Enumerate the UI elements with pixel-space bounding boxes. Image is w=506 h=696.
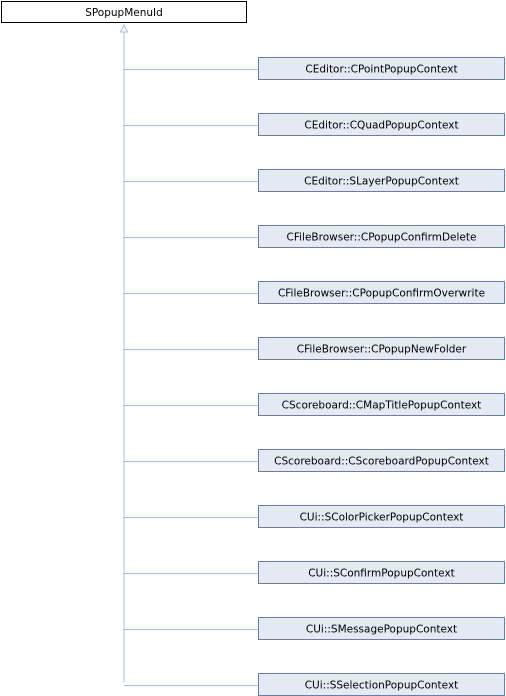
derived-class-node[interactable]: CEditor::CPointPopupContext xyxy=(258,57,505,80)
derived-class-node[interactable]: CEditor::CQuadPopupContext xyxy=(258,113,505,136)
derived-class-label: CUi::SMessagePopupContext xyxy=(306,624,457,636)
derived-class-label: CScoreboard::CScoreboardPopupContext xyxy=(274,456,489,468)
derived-class-node[interactable]: CScoreboard::CMapTitlePopupContext xyxy=(258,393,505,416)
derived-class-box xyxy=(258,393,505,416)
derived-class-node[interactable]: CFileBrowser::CPopupNewFolder xyxy=(258,337,505,360)
derived-class-label: CEditor::CQuadPopupContext xyxy=(304,120,458,132)
derived-class-label: CUi::SColorPickerPopupContext xyxy=(300,512,464,524)
derived-class-box xyxy=(258,281,505,304)
derived-class-node[interactable]: CUi::SConfirmPopupContext xyxy=(258,561,505,584)
derived-class-nodes: CEditor::CPointPopupContextCEditor::CQua… xyxy=(258,57,505,696)
derived-class-node[interactable]: CFileBrowser::CPopupConfirmDelete xyxy=(258,225,505,248)
derived-class-box xyxy=(258,505,505,528)
derived-class-label: CScoreboard::CMapTitlePopupContext xyxy=(282,400,482,412)
derived-class-node[interactable]: CUi::SColorPickerPopupContext xyxy=(258,505,505,528)
derived-class-label: CFileBrowser::CPopupConfirmOverwrite xyxy=(278,288,485,300)
inheritance-arrowhead-icon xyxy=(119,23,129,33)
derived-class-node[interactable]: CUi::SMessagePopupContext xyxy=(258,617,505,640)
derived-class-label: CUi::SSelectionPopupContext xyxy=(305,680,459,692)
derived-class-node[interactable]: CUi::SSelectionPopupContext xyxy=(258,673,505,696)
derived-class-box xyxy=(258,113,505,136)
derived-class-node[interactable]: CScoreboard::CScoreboardPopupContext xyxy=(258,449,505,472)
derived-class-box xyxy=(258,169,505,192)
derived-class-box xyxy=(258,449,505,472)
derived-class-label: CEditor::CPointPopupContext xyxy=(305,64,457,76)
base-class-node[interactable]: SPopupMenuId xyxy=(1,1,247,23)
inheritance-edges xyxy=(119,23,259,686)
derived-class-box xyxy=(258,57,505,80)
derived-class-box xyxy=(258,225,505,248)
derived-class-label: CUi::SConfirmPopupContext xyxy=(308,568,455,580)
derived-class-box xyxy=(258,561,505,584)
derived-class-label: CFileBrowser::CPopupConfirmDelete xyxy=(287,232,477,244)
derived-class-label: CEditor::SLayerPopupContext xyxy=(304,176,459,188)
base-class-label: SPopupMenuId xyxy=(85,7,163,19)
derived-class-node[interactable]: CEditor::SLayerPopupContext xyxy=(258,169,505,192)
derived-class-node[interactable]: CFileBrowser::CPopupConfirmOverwrite xyxy=(258,281,505,304)
derived-class-box xyxy=(258,617,505,640)
derived-class-label: CFileBrowser::CPopupNewFolder xyxy=(297,344,467,356)
derived-class-box xyxy=(258,337,505,360)
